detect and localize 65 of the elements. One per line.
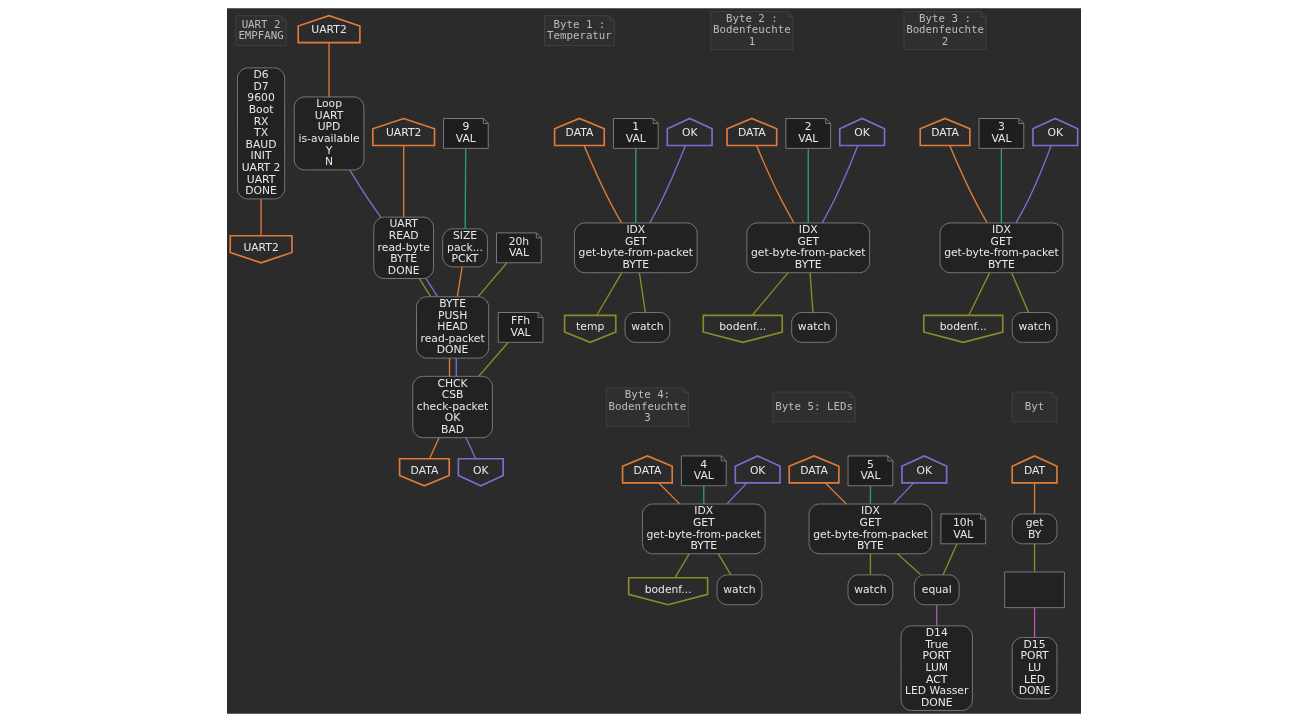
node-box xyxy=(1004,571,1065,609)
connector xyxy=(328,42,330,98)
node-box: IDX GET get-byte-from-packet BYTE xyxy=(642,503,766,555)
connector xyxy=(674,553,690,579)
node-box: watch xyxy=(791,312,837,343)
node-box: watch xyxy=(1011,312,1058,343)
node-box: BYTE PUSH HEAD read-packet DONE xyxy=(416,296,490,359)
node-box: watch xyxy=(624,312,671,343)
node-box: IDX GET get-byte-from-packet BYTE xyxy=(939,222,1064,274)
node-box: IDX GET get-byte-from-packet BYTE xyxy=(574,222,698,274)
connector xyxy=(869,485,872,505)
connector xyxy=(455,357,457,377)
connector xyxy=(726,482,748,505)
connector xyxy=(807,147,809,224)
node-box: UART READ read-byte BYTE DONE xyxy=(373,216,434,279)
connector xyxy=(942,543,958,576)
connector xyxy=(464,147,467,230)
node-box: equal xyxy=(913,574,960,606)
connector xyxy=(896,553,922,576)
node-box: D14 True PORT LUM ACT LED Wasser DONE xyxy=(900,625,973,711)
connector xyxy=(1033,607,1036,639)
connector xyxy=(596,272,623,316)
node-box: watch xyxy=(847,574,894,606)
connector xyxy=(428,437,440,460)
connector xyxy=(1000,147,1003,224)
connector xyxy=(717,553,732,576)
connector xyxy=(635,147,637,224)
connector xyxy=(649,144,686,224)
connector xyxy=(456,266,463,298)
node-box: D15 PORT LU LED DONE xyxy=(1011,637,1058,700)
connector xyxy=(824,482,847,505)
connector xyxy=(751,272,789,316)
node-box: SIZE pack... PCKT xyxy=(442,228,488,268)
node-box: CHCK CSB check-packet OK BAD xyxy=(412,375,493,439)
connector xyxy=(936,604,938,627)
connector xyxy=(869,553,872,576)
connector xyxy=(260,198,262,237)
connector xyxy=(949,144,988,224)
connector xyxy=(349,169,382,218)
connector xyxy=(1011,272,1030,314)
connector xyxy=(477,262,508,298)
connector xyxy=(403,145,405,218)
connector xyxy=(1015,145,1052,224)
connector xyxy=(638,272,646,314)
connector xyxy=(968,272,991,316)
connector xyxy=(478,341,509,377)
connector xyxy=(465,437,477,460)
connector xyxy=(1033,482,1036,515)
connector xyxy=(448,357,451,377)
node-box: watch xyxy=(716,574,763,606)
connector xyxy=(809,272,814,314)
node-box: get BY xyxy=(1011,513,1058,545)
connector xyxy=(418,277,432,298)
connector xyxy=(892,482,915,505)
connector xyxy=(755,144,795,224)
connector xyxy=(821,144,859,224)
connector xyxy=(1033,543,1036,573)
connector xyxy=(703,485,705,505)
connector xyxy=(583,144,623,224)
node-box: IDX GET get-byte-from-packet BYTE xyxy=(746,222,870,274)
connector xyxy=(425,277,439,298)
connector xyxy=(658,482,681,505)
node-box: Loop UART UPD is-available Y N xyxy=(293,96,365,171)
node-box: IDX GET get-byte-from-packet BYTE xyxy=(808,503,933,555)
node-box: D6 D7 9600 Boot RX TX BAUD INIT UART 2 UART DONE xyxy=(237,67,286,200)
